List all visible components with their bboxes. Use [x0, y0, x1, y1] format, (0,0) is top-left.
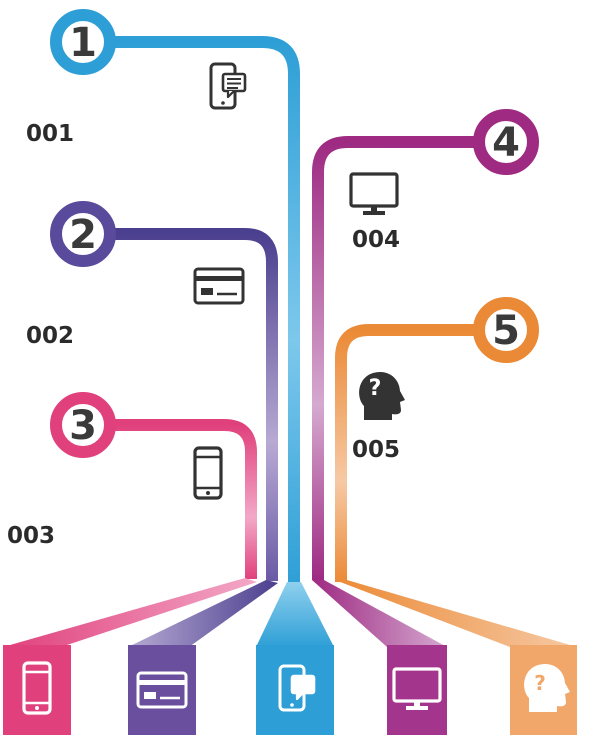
step-2-badge: 2 — [50, 201, 116, 267]
card-reader-icon — [193, 267, 245, 305]
ribbon-purple — [128, 580, 278, 647]
ribbon-orange — [335, 580, 577, 647]
branch-4-line — [312, 136, 476, 580]
ribbon-magenta — [312, 580, 447, 647]
branch-3-line — [107, 419, 257, 579]
label-002: 002 — [26, 323, 74, 349]
step-1-number: 1 — [69, 20, 97, 66]
bottom-tile-smartphone — [3, 645, 71, 735]
tile-question-mark: ? — [534, 671, 546, 695]
step-2-number: 2 — [69, 212, 97, 258]
bottom-tile-monitor — [387, 645, 447, 735]
ribbon-blue — [256, 582, 334, 647]
branch-2-line — [107, 228, 278, 581]
label-001: 001 — [26, 121, 74, 147]
message-phone-icon — [209, 62, 247, 110]
step-5-badge: 5 — [473, 297, 539, 363]
step-4-number: 4 — [492, 120, 520, 166]
label-005: 005 — [352, 437, 400, 463]
head-question-mark: ? — [369, 376, 382, 401]
step-4-badge: 4 — [473, 109, 539, 175]
branch-5-line — [335, 324, 476, 582]
label-003: 003 — [7, 523, 55, 549]
monitor-icon — [349, 172, 399, 217]
step-5-number: 5 — [492, 308, 520, 354]
label-004: 004 — [352, 227, 400, 253]
head-question-icon: ? — [359, 371, 405, 420]
bottom-tile-card-reader — [128, 645, 196, 735]
bottom-tile-head-question: ? — [510, 645, 577, 735]
step-3-number: 3 — [69, 403, 97, 449]
bottom-tile-message-phone — [256, 645, 334, 735]
step-3-badge: 3 — [50, 392, 116, 458]
branch-1-line — [107, 36, 300, 584]
ribbon-pink — [3, 578, 257, 647]
smartphone-icon — [193, 446, 223, 500]
step-1-badge: 1 — [50, 9, 116, 75]
